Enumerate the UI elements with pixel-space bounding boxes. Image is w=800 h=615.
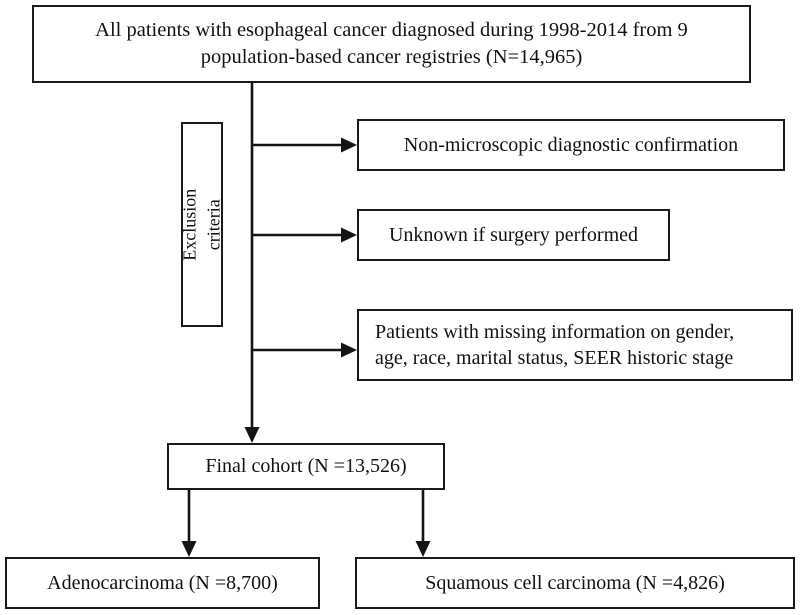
node-exclusion-unknown-surgery-label: Unknown if surgery performed xyxy=(388,223,638,246)
split-arrowhead-right xyxy=(415,541,431,557)
branch-arrowhead-3 xyxy=(341,342,357,358)
branch-arrowhead-1 xyxy=(341,137,357,153)
node-source-population-label: All patients with esophageal cancer diag… xyxy=(95,18,688,68)
node-exclusion-criteria-group-label: Exclusion criteria xyxy=(179,188,223,261)
node-final-cohort: Final cohort (N =13,526) xyxy=(167,443,445,490)
node-squamous-cell-carcinoma-label: Squamous cell carcinoma (N =4,826) xyxy=(425,571,725,594)
node-exclusion-missing-information-label: Patients with missing information on gen… xyxy=(375,320,735,369)
node-exclusion-unknown-surgery: Unknown if surgery performed xyxy=(357,209,670,261)
trunk-arrowhead xyxy=(244,427,260,443)
node-exclusion-criteria-group: Exclusion criteria xyxy=(179,122,223,327)
node-exclusion-non-microscopic: Non-microscopic diagnostic confirmation xyxy=(357,119,785,171)
node-squamous-cell-carcinoma: Squamous cell carcinoma (N =4,826) xyxy=(355,557,795,609)
node-exclusion-missing-information: Patients with missing information on gen… xyxy=(357,309,793,381)
node-source-population: All patients with esophageal cancer diag… xyxy=(32,5,751,83)
branch-arrowhead-2 xyxy=(341,227,357,243)
node-adenocarcinoma: Adenocarcinoma (N =8,700) xyxy=(5,557,320,609)
split-arrowhead-left xyxy=(181,541,197,557)
node-final-cohort-label: Final cohort (N =13,526) xyxy=(205,455,407,478)
node-exclusion-non-microscopic-label: Non-microscopic diagnostic confirmation xyxy=(403,133,739,156)
node-adenocarcinoma-label: Adenocarcinoma (N =8,700) xyxy=(47,571,278,594)
